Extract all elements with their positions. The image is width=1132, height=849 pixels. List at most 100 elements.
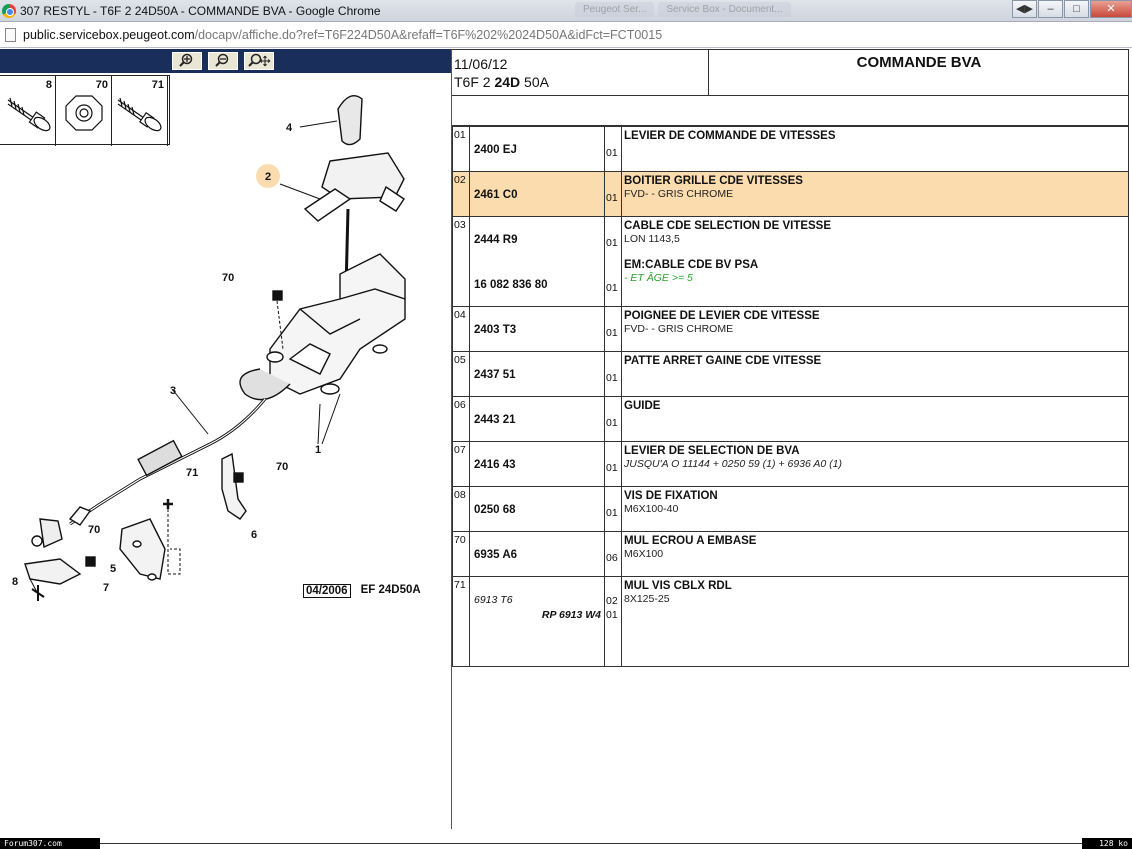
ref-cell[interactable]: 2437 51 (469, 351, 605, 397)
qty-value-2: 01 (606, 609, 618, 621)
callout-2[interactable]: 2 (265, 171, 271, 183)
callout-71[interactable]: 71 (186, 467, 198, 479)
rep-number: 03 (454, 219, 466, 231)
hardware-screw-71: 71 (112, 76, 168, 146)
ref-value[interactable]: 6913 T6 (474, 594, 513, 606)
ref-cell[interactable]: 2403 T3 (469, 306, 605, 352)
hardware-screw-8: 8 (0, 76, 56, 146)
callout-6[interactable]: 6 (251, 529, 257, 541)
ref-cell[interactable]: 2443 21 (469, 396, 605, 442)
part-detail: FVD- - GRIS CHROME (624, 323, 734, 335)
ref-value[interactable]: 0250 68 (474, 504, 516, 516)
ref-value-2[interactable]: 16 082 836 80 (474, 279, 548, 291)
ref-value[interactable]: 2461 C0 (474, 189, 518, 201)
stamp-ref: EF 24D50A (360, 584, 421, 596)
ref-cell[interactable]: 6913 T6 RP 6913 W4 (469, 576, 605, 667)
ref-value[interactable]: 6935 A6 (474, 549, 518, 561)
ref-cell[interactable]: 0250 68 (469, 486, 605, 532)
ref-cell[interactable]: 6935 A6 (469, 531, 605, 577)
ref-value-2[interactable]: RP 6913 W4 (541, 609, 601, 621)
rep-number: 01 (454, 129, 466, 141)
header-spacer (452, 96, 1129, 126)
url-path[interactable]: /docapv/affiche.do?ref=T6F224D50A&refaff… (194, 27, 663, 42)
ref-cell[interactable]: 2461 C0 (469, 171, 605, 217)
qty-value: 01 (606, 237, 618, 249)
rep-number: 07 (454, 444, 466, 456)
callout-70[interactable]: 70 (88, 524, 100, 536)
callout-1[interactable]: 1 (315, 444, 321, 456)
qty-cell: 01 (604, 351, 622, 397)
zoom-in-icon[interactable] (172, 52, 202, 70)
viewer-toolbar (0, 49, 451, 73)
maximize-button[interactable]: □ (1064, 0, 1089, 18)
qty-cell: 01 (604, 306, 622, 352)
background-tab[interactable]: Peugeot Ser... (575, 2, 655, 17)
window-title: 307 RESTYL - T6F 2 24D50A - COMMANDE BVA… (20, 3, 381, 18)
part-title: CABLE CDE SELECTION DE VITESSE (624, 220, 832, 232)
qty-cell: 01 (604, 126, 622, 172)
rep-cell: 05 (452, 351, 470, 397)
rep-cell: 08 (452, 486, 470, 532)
callout-8[interactable]: 8 (12, 576, 18, 588)
document-date: 11/06/12 (454, 56, 508, 72)
qty-value: 01 (606, 147, 618, 159)
part-detail: FVD- - GRIS CHROME (624, 188, 734, 200)
switch-window-button[interactable]: ◀▶ (1012, 0, 1037, 18)
qty-value: 01 (606, 372, 618, 384)
zoom-pan-icon[interactable] (244, 52, 274, 70)
zoom-out-icon[interactable] (208, 52, 238, 70)
minimize-button[interactable]: – (1038, 0, 1063, 18)
part-title: PATTE ARRET GAINE CDE VITESSE (624, 355, 822, 367)
part-detail: 8X125-25 (624, 593, 670, 605)
background-tab[interactable]: Service Box - Document... (658, 2, 791, 17)
callout-7[interactable]: 7 (103, 582, 109, 594)
hardware-nut-70: 70 (56, 76, 112, 146)
callout-70[interactable]: 70 (276, 461, 288, 473)
ref-cell[interactable]: 2400 EJ (469, 126, 605, 172)
ref-value[interactable]: 2416 43 (474, 459, 516, 471)
header-divider (708, 50, 709, 96)
ref-cell[interactable]: 2416 43 (469, 441, 605, 487)
drawing-stamp: 04/2006 EF 24D50A (303, 584, 421, 598)
qty-value: 02 (606, 595, 618, 607)
rep-number: 06 (454, 399, 466, 411)
ref-value[interactable]: 2444 R9 (474, 234, 518, 246)
ref-cell[interactable]: 2444 R9 16 082 836 80 (469, 216, 605, 307)
table-row[interactable]: 05 2437 51 01 PATTE ARRET GAINE CDE VITESSE (452, 351, 1129, 397)
part-detail: JUSQU'A O 11144 + 0250 59 (1) + 6936 A0 … (624, 458, 842, 470)
callout-4[interactable]: 4 (286, 122, 293, 134)
window-controls: ◀▶ – □ ✕ (1011, 0, 1132, 18)
address-bar[interactable]: public.servicebox.peugeot.com /docapv/af… (0, 22, 1132, 48)
hardware-strip: 8 70 71 (0, 75, 170, 146)
chrome-icon (2, 3, 16, 18)
qty-value: 01 (606, 192, 618, 204)
part-title: BOITIER GRILLE CDE VITESSES (624, 175, 803, 187)
callout-5[interactable]: 5 (110, 563, 116, 575)
qty-cell: 01 (604, 441, 622, 487)
callout-70[interactable]: 70 (222, 272, 234, 284)
ref-value[interactable]: 2403 T3 (474, 324, 517, 336)
ref-value[interactable]: 2437 51 (474, 369, 516, 381)
rep-number: 08 (454, 489, 466, 501)
rep-cell: 02 (452, 171, 470, 217)
close-button[interactable]: ✕ (1090, 0, 1132, 18)
rep-number: 05 (454, 354, 466, 366)
ref-value[interactable]: 2443 21 (474, 414, 516, 426)
url-host[interactable]: public.servicebox.peugeot.com (23, 27, 195, 42)
ref-value[interactable]: 2400 EJ (474, 144, 517, 156)
callout-3[interactable]: 3 (170, 385, 176, 397)
